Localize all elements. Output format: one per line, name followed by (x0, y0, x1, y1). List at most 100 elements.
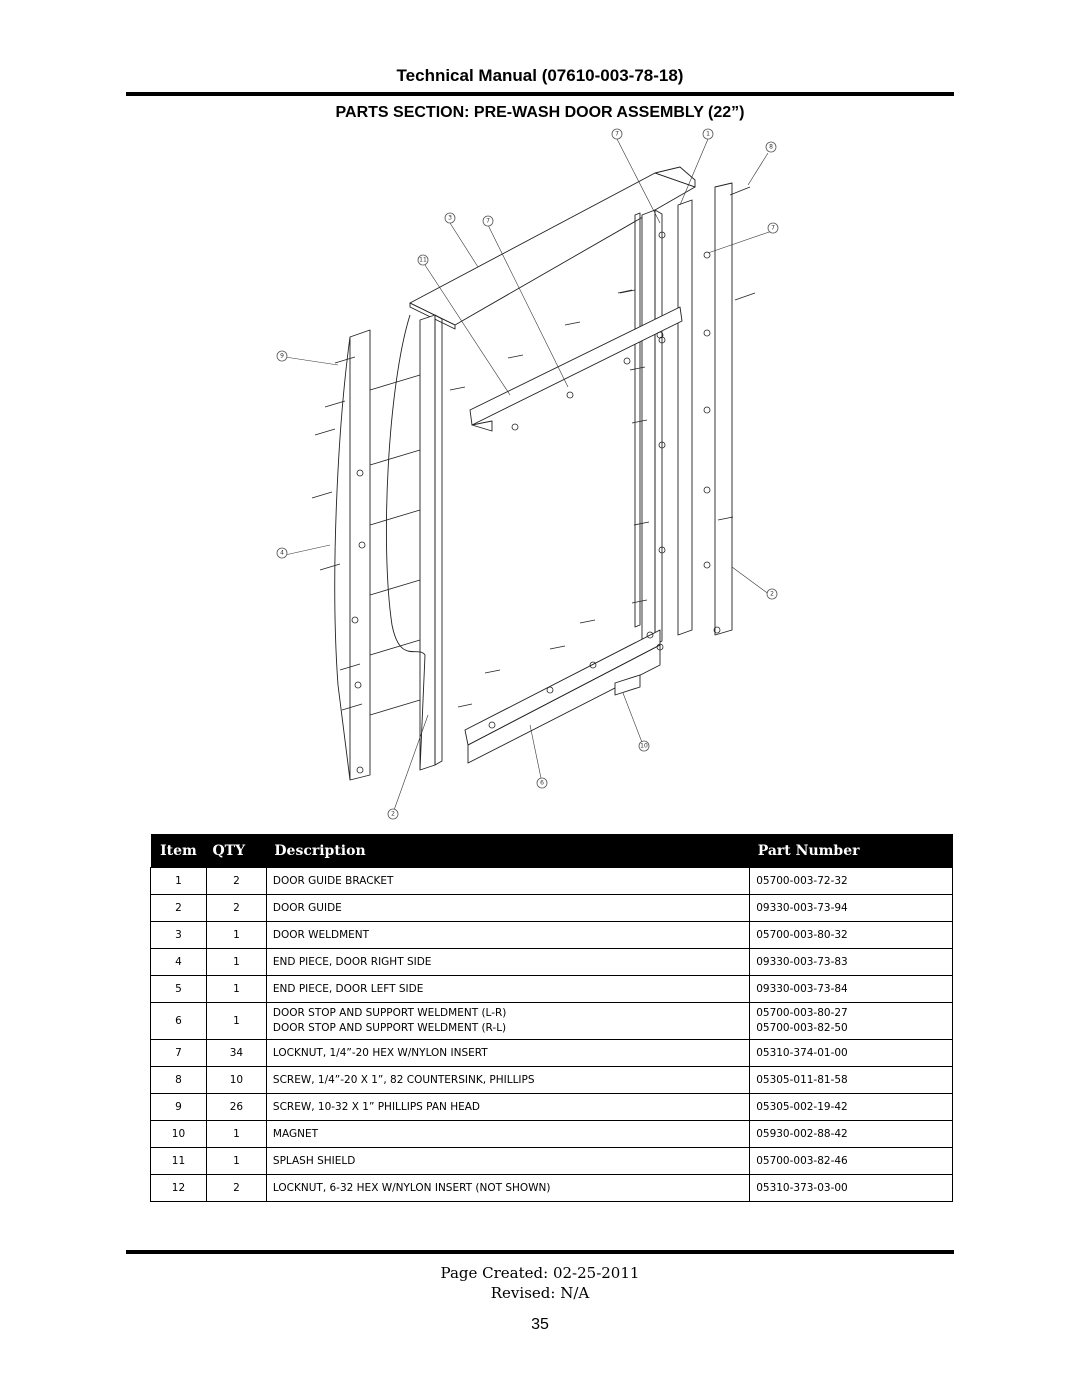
cell-part-number: 05305-011-81-58 (749, 1066, 953, 1094)
upper-door-stop (469, 306, 683, 426)
cell-item: 10 (150, 1120, 207, 1148)
right-rail-inner (641, 209, 656, 651)
description-line: DOOR WELDMENT (272, 928, 370, 941)
door-guide-right (714, 182, 733, 636)
cell-item: 2 (150, 894, 207, 922)
footer-rule (126, 1250, 954, 1254)
callout-8: 8 (765, 141, 777, 153)
description-line: MAGNET (272, 1127, 319, 1140)
cell-qty: 10 (205, 1066, 267, 1094)
part-number-line: 05310-373-03-00 (756, 1181, 848, 1194)
manual-title: Technical Manual (07610-003-78-18) (396, 66, 684, 85)
description-line: DOOR STOP AND SUPPORT WELDMENT (R-L) (272, 1022, 507, 1034)
cell-part-number: 05305-002-19-42 (749, 1093, 953, 1121)
cell-qty: 2 (205, 894, 267, 922)
section-title: PARTS SECTION: PRE-WASH DOOR ASSEMBLY (2… (335, 104, 745, 121)
cell-item: 11 (150, 1147, 207, 1175)
svg-text:10: 10 (640, 743, 648, 750)
magnet (614, 674, 641, 696)
cell-part-number: 05700-003-72-32 (749, 867, 953, 895)
description-line: DOOR STOP AND SUPPORT WELDMENT (L-R) (272, 1007, 507, 1019)
header-part-number: Part Number (749, 834, 953, 868)
description-line: LOCKNUT, 6-32 HEX W/NYLON INSERT (NOT SH… (272, 1181, 551, 1194)
cell-qty: 26 (205, 1093, 267, 1121)
header-qty: QTY (206, 834, 267, 868)
callout-7-right: 7 (767, 222, 779, 234)
header-item: Item (150, 834, 207, 868)
cell-part-number: 05700-003-80-27 05700-003-82-50 (749, 1002, 953, 1040)
cell-qty: 1 (205, 975, 267, 1003)
svg-text:8: 8 (769, 144, 773, 151)
cell-qty: 34 (205, 1039, 267, 1067)
header-description: Description (266, 834, 750, 868)
cell-item: 6 (150, 1002, 207, 1040)
svg-text:1: 1 (706, 131, 710, 138)
cell-part-number: 05310-373-03-00 (749, 1174, 953, 1202)
page-number: 35 (531, 1316, 549, 1333)
cell-description: LOCKNUT, 6-32 HEX W/NYLON INSERT (NOT SH… (265, 1174, 751, 1202)
callout-11: 11 (417, 254, 429, 266)
svg-text:7: 7 (771, 225, 775, 232)
cell-part-number: 09330-003-73-94 (749, 894, 953, 922)
cell-part-number: 05310-374-01-00 (749, 1039, 953, 1067)
callout-2-bottom: 2 (387, 808, 399, 820)
part-number-line: 05305-011-81-58 (756, 1073, 848, 1086)
left-curved-edge (385, 314, 426, 771)
callout-2-right: 2 (766, 588, 778, 600)
description-line: DOOR GUIDE (272, 901, 342, 914)
cell-qty: 2 (205, 867, 267, 895)
description-line: SPLASH SHIELD (272, 1154, 356, 1167)
cell-qty: 1 (205, 1147, 267, 1175)
cell-description: SCREW, 1/4”-20 X 1”, 82 COUNTERSINK, PHI… (265, 1066, 751, 1094)
callout-6: 6 (536, 777, 548, 789)
description-line: SCREW, 1/4”-20 X 1”, 82 COUNTERSINK, PHI… (272, 1073, 535, 1086)
cell-item: 8 (150, 1066, 207, 1094)
right-rail-outer (677, 199, 693, 636)
svg-text:7: 7 (486, 218, 490, 225)
header-rule (126, 92, 954, 96)
cell-item: 9 (150, 1093, 207, 1121)
cell-description: LOCKNUT, 1/4”-20 HEX W/NYLON INSERT (265, 1039, 751, 1067)
callout-7-mid: 7 (482, 215, 494, 227)
description-line: LOCKNUT, 1/4”-20 HEX W/NYLON INSERT (272, 1046, 488, 1059)
svg-text:3: 3 (448, 215, 452, 222)
description-line: END PIECE, DOOR RIGHT SIDE (272, 955, 432, 968)
end-piece-left (349, 329, 371, 781)
part-number-line: 05310-374-01-00 (756, 1046, 848, 1059)
callout-10: 10 (638, 740, 650, 752)
cell-description: DOOR STOP AND SUPPORT WELDMENT (L-R) DOOR… (265, 1002, 751, 1040)
svg-text:6: 6 (540, 780, 544, 787)
callout-group: 7 1 8 3 7 7 11 9 4 2 10 6 2 (276, 128, 779, 820)
part-number-line: 05700-003-82-46 (756, 1154, 848, 1167)
exploded-assembly-diagram: 7 1 8 3 7 7 11 9 4 2 10 6 2 (276, 128, 779, 820)
svg-text:11: 11 (419, 257, 427, 264)
cell-item: 7 (150, 1039, 207, 1067)
svg-text:2: 2 (770, 591, 774, 598)
cell-item: 12 (150, 1174, 207, 1202)
left-door-guide-front (419, 314, 436, 771)
cell-description: DOOR GUIDE (265, 894, 751, 922)
part-number-line: 05700-003-82-50 (756, 1022, 848, 1034)
part-number-line: 09330-003-73-84 (756, 982, 848, 995)
description-line: DOOR GUIDE BRACKET (272, 874, 394, 887)
svg-text:2: 2 (391, 811, 395, 818)
cell-description: SCREW, 10-32 X 1” PHILLIPS PAN HEAD (265, 1093, 751, 1121)
cell-qty: 2 (205, 1174, 267, 1202)
cell-item: 3 (150, 921, 207, 949)
part-number-line: 09330-003-73-83 (756, 955, 848, 968)
part-number-line: 05700-003-80-32 (756, 928, 848, 941)
cell-item: 1 (150, 867, 207, 895)
part-number-line: 05700-003-80-27 (756, 1007, 848, 1019)
cell-description: DOOR WELDMENT (265, 921, 751, 949)
cell-part-number: 05930-002-88-42 (749, 1120, 953, 1148)
